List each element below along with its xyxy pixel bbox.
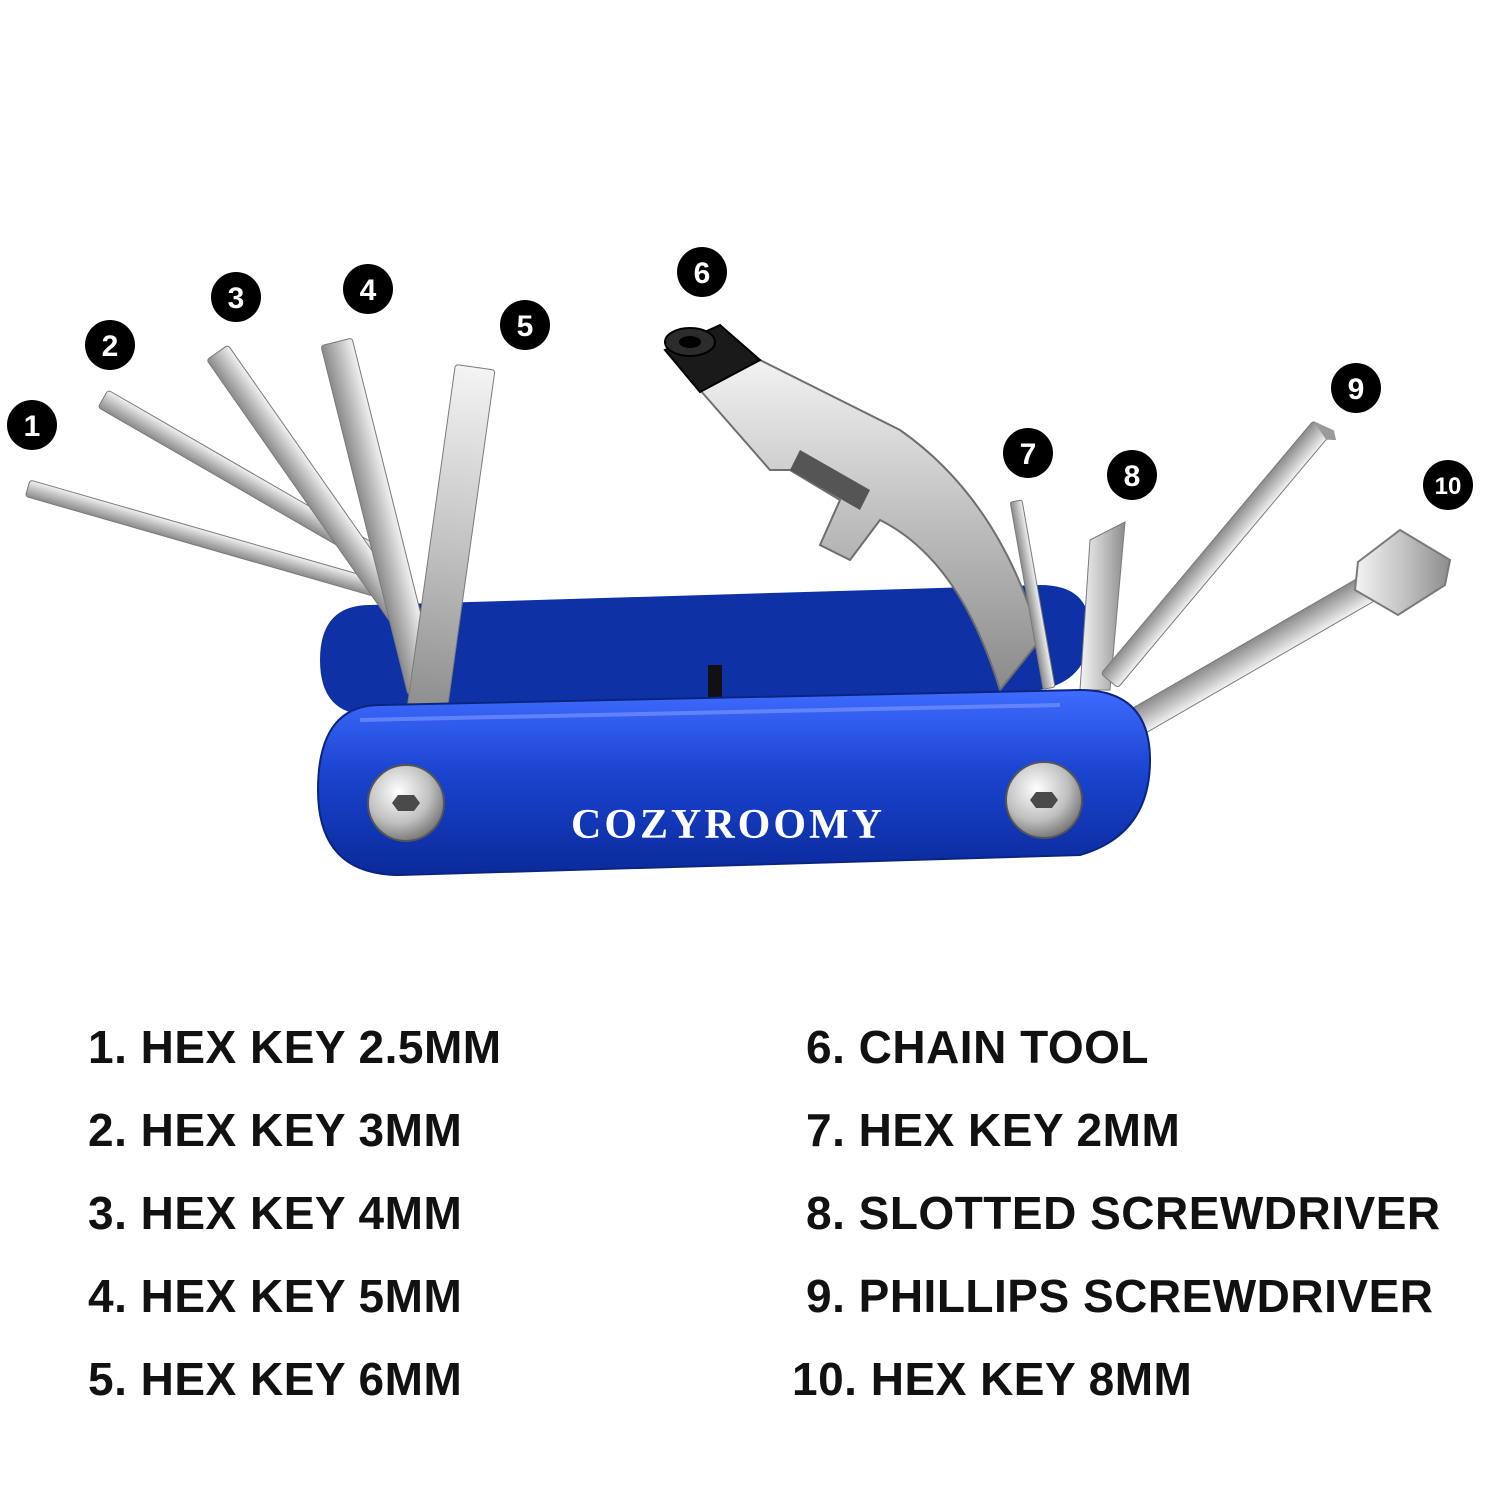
marker-1: 1 bbox=[7, 400, 57, 450]
svg-text:5: 5 bbox=[517, 310, 534, 343]
svg-text:2: 2 bbox=[102, 330, 119, 363]
legend-item-2: 2. HEX KEY 3MM bbox=[88, 1104, 463, 1156]
legend-item-6: 6. CHAIN TOOL bbox=[806, 1021, 1150, 1073]
hex-key-2mm bbox=[1009, 499, 1056, 690]
legend-item-7: 7. HEX KEY 2MM bbox=[806, 1104, 1181, 1156]
svg-text:1: 1 bbox=[24, 410, 41, 443]
legend-item-4: 4. HEX KEY 5MM bbox=[88, 1270, 463, 1322]
svg-text:9: 9 bbox=[1348, 373, 1365, 406]
svg-text:8: 8 bbox=[1124, 460, 1141, 493]
marker-5: 5 bbox=[500, 300, 550, 350]
legend-item-9: 9. PHILLIPS SCREWDRIVER bbox=[806, 1270, 1434, 1322]
multi-tool-illustration: COZYROOMY 1 2 3 4 5 6 7 8 9 10 bbox=[7, 247, 1473, 877]
svg-text:6: 6 bbox=[694, 257, 711, 290]
legend-item-5: 5. HEX KEY 6MM bbox=[88, 1353, 463, 1405]
marker-2: 2 bbox=[85, 320, 135, 370]
marker-3: 3 bbox=[211, 272, 261, 322]
marker-9: 9 bbox=[1331, 363, 1381, 413]
marker-10: 10 bbox=[1423, 460, 1473, 510]
marker-7: 7 bbox=[1003, 428, 1053, 478]
right-screw bbox=[1005, 761, 1083, 839]
left-screw bbox=[367, 764, 445, 842]
back-handle-plate bbox=[320, 585, 1090, 715]
phillips-screwdriver bbox=[1101, 420, 1337, 688]
front-handle-plate bbox=[316, 688, 1152, 877]
legend-item-8: 8. SLOTTED SCREWDRIVER bbox=[806, 1187, 1441, 1239]
marker-4: 4 bbox=[343, 264, 393, 314]
svg-text:10: 10 bbox=[1435, 473, 1462, 500]
svg-text:3: 3 bbox=[228, 282, 245, 315]
marker-6: 6 bbox=[677, 247, 727, 297]
legend-item-10: 10. HEX KEY 8MM bbox=[792, 1353, 1193, 1405]
legend-item-1: 1. HEX KEY 2.5MM bbox=[88, 1021, 502, 1073]
chain-tool bbox=[663, 323, 1042, 693]
hex-key-8mm bbox=[1116, 528, 1452, 742]
brand-logo-text: COZYROOMY bbox=[571, 802, 885, 848]
marker-8: 8 bbox=[1107, 450, 1157, 500]
legend-item-3: 3. HEX KEY 4MM bbox=[88, 1187, 463, 1239]
svg-text:4: 4 bbox=[360, 274, 377, 307]
svg-text:7: 7 bbox=[1020, 438, 1037, 471]
slotted-screwdriver bbox=[1079, 521, 1126, 691]
